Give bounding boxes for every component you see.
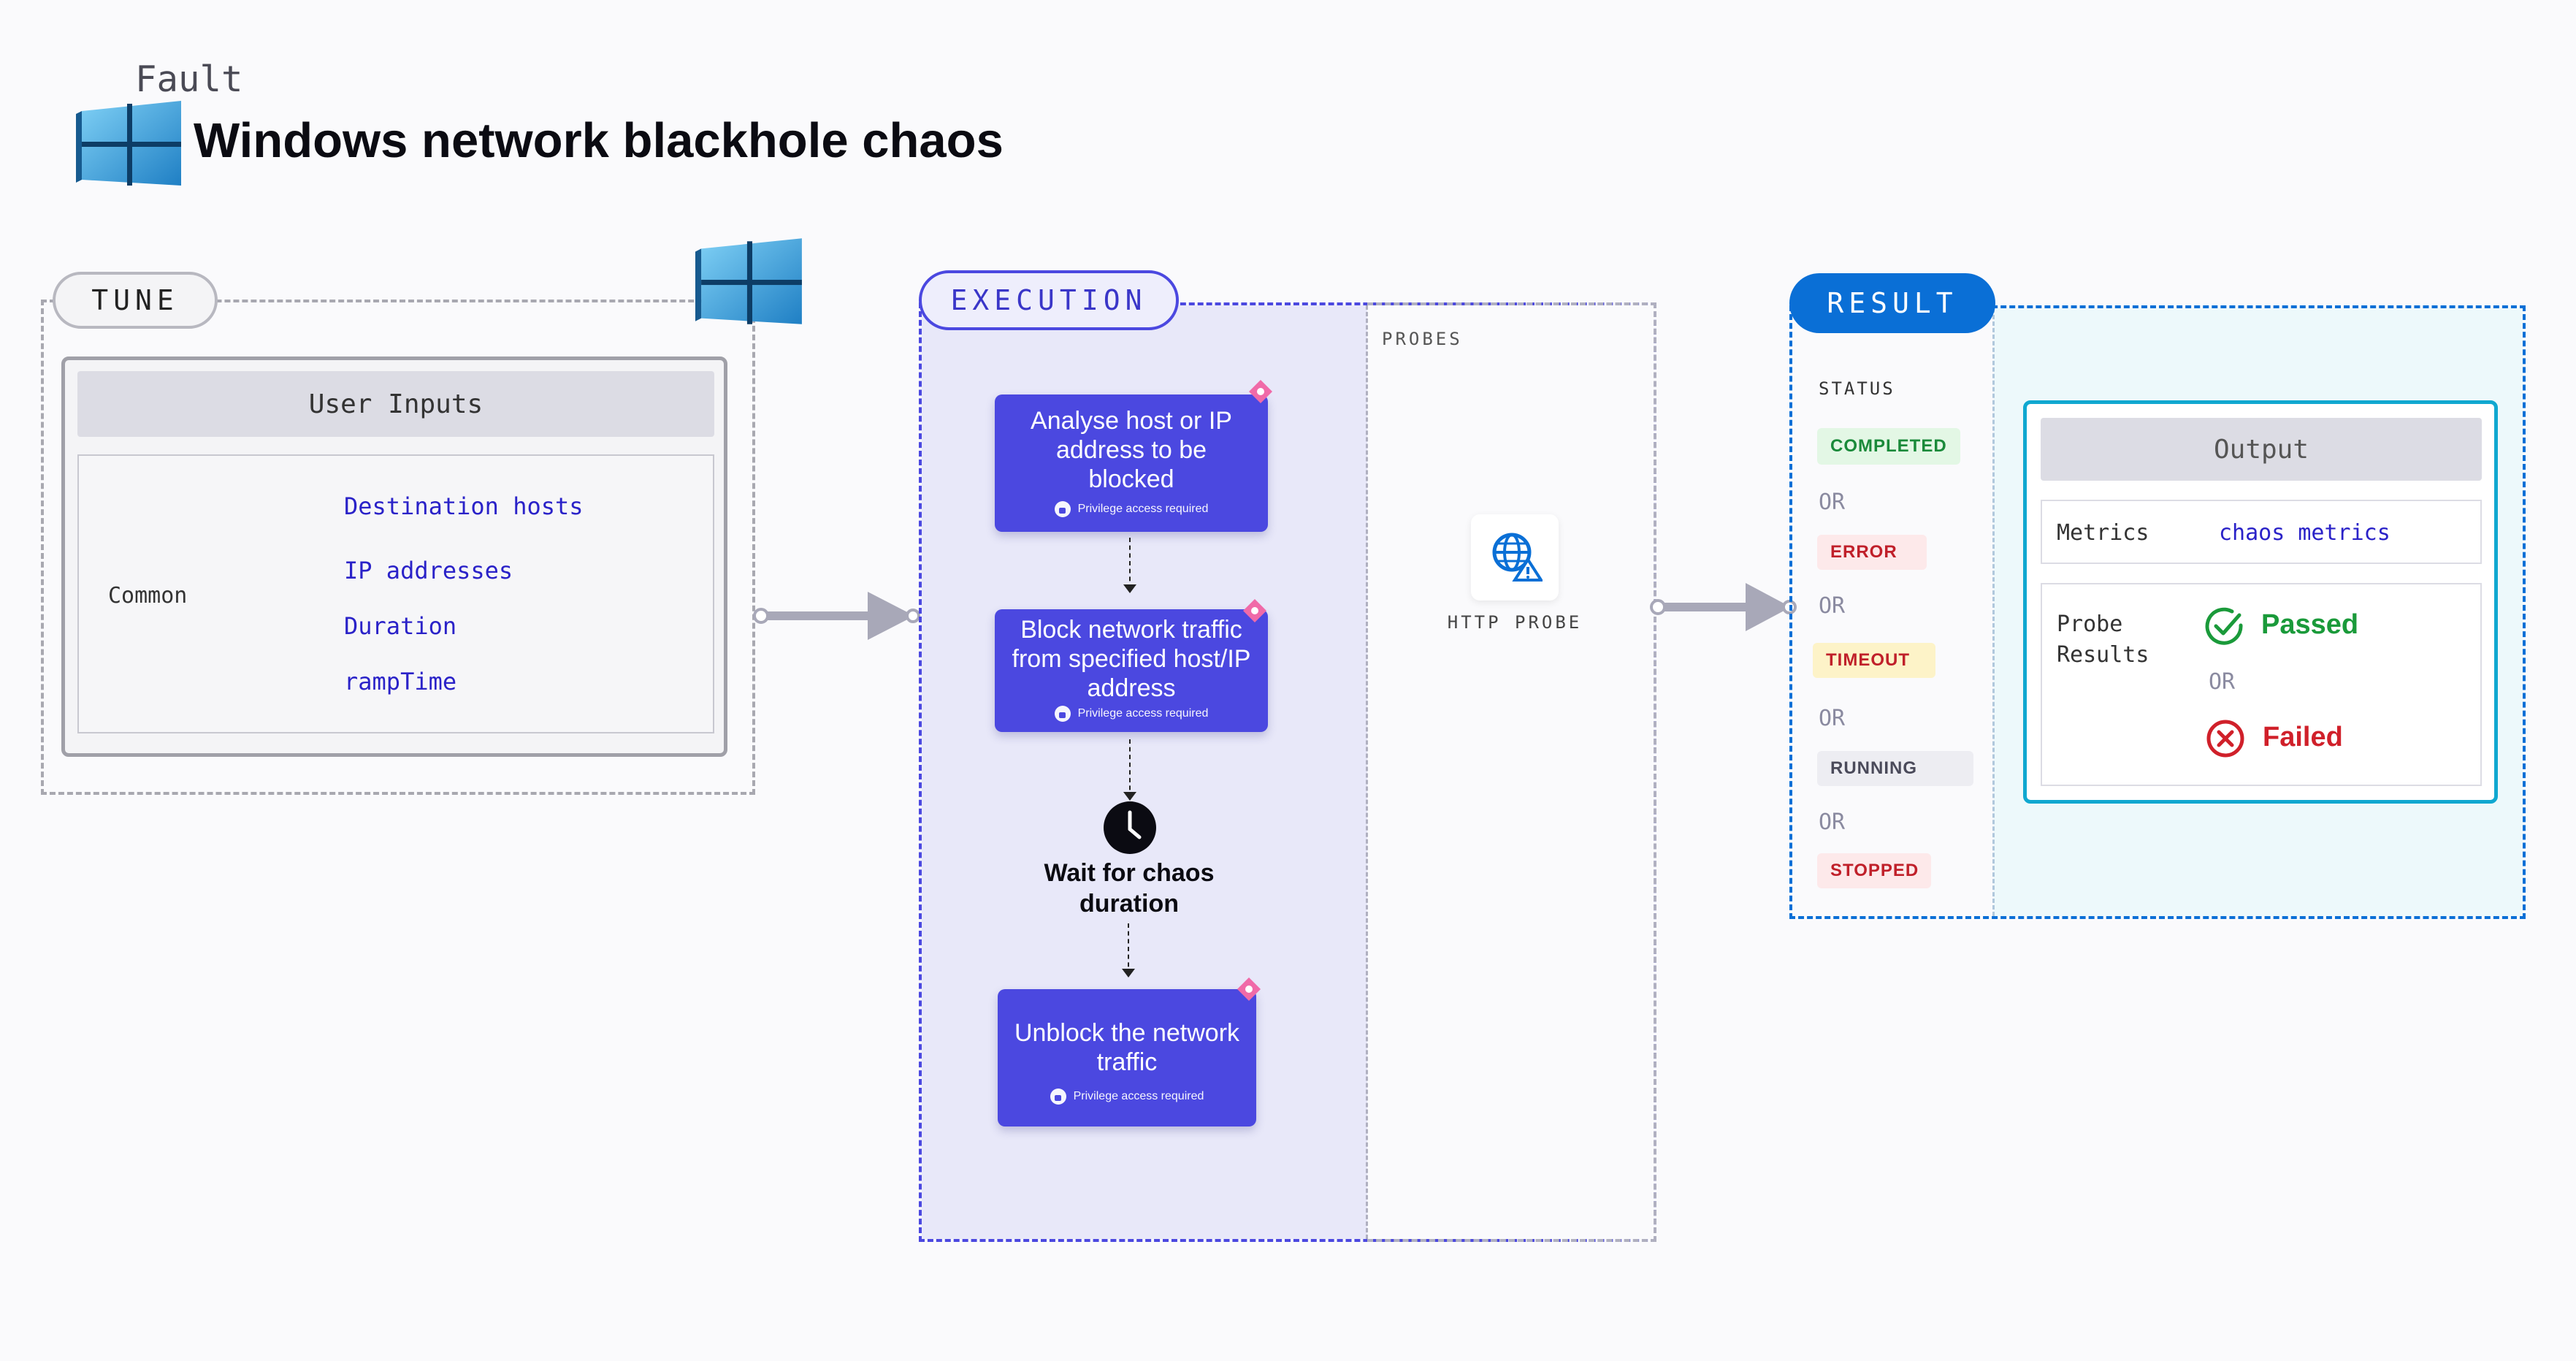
probes-area xyxy=(1367,302,1656,1242)
arrow-tune-to-execution xyxy=(753,592,920,640)
input-duration: Duration xyxy=(344,612,457,640)
lock-icon xyxy=(1054,706,1071,722)
probes-divider xyxy=(1366,305,1368,1239)
lock-icon xyxy=(1054,501,1071,517)
step-text: Block network traffic from specified hos… xyxy=(1012,616,1251,702)
chaos-tag-icon xyxy=(1249,380,1272,403)
or-label: OR xyxy=(2209,669,2236,695)
flow-arrowhead xyxy=(1123,584,1136,593)
result-pill: RESULT xyxy=(1789,273,1995,333)
flow-connector xyxy=(1129,739,1131,798)
flow-arrowhead xyxy=(1122,969,1135,977)
step-analyse-host: Analyse host or IP address to be blocked… xyxy=(995,394,1268,532)
user-inputs-header: User Inputs xyxy=(77,371,714,437)
page-title: Windows network blackhole chaos xyxy=(194,113,1004,168)
inputs-table xyxy=(77,454,714,733)
probe-results-box xyxy=(2041,583,2482,786)
group-label-common: Common xyxy=(108,583,188,609)
tune-section xyxy=(41,300,755,795)
flow-connector xyxy=(1128,923,1129,975)
metrics-row xyxy=(2041,500,2482,564)
arrow-execution-to-result xyxy=(1650,583,1797,631)
probe-results-label: Probe Results xyxy=(2057,611,2149,668)
execution-pill: EXECUTION xyxy=(919,270,1179,330)
status-divider xyxy=(1992,308,1995,916)
flow-connector xyxy=(1129,538,1131,589)
or-label: OR xyxy=(1819,593,1846,619)
lock-icon xyxy=(1050,1089,1066,1105)
or-label: OR xyxy=(1819,489,1846,515)
metrics-label: Metrics xyxy=(2057,520,2149,546)
input-destination-hosts: Destination hosts xyxy=(344,492,584,520)
metrics-value: chaos metrics xyxy=(2219,520,2390,546)
step-block-traffic: Block network traffic from specified hos… xyxy=(995,609,1268,732)
or-label: OR xyxy=(1819,706,1846,731)
tune-pill: TUNE xyxy=(53,272,218,329)
windows-logo-icon xyxy=(76,101,181,186)
status-badge-stopped: STOPPED xyxy=(1817,853,1931,888)
globe-warning-icon xyxy=(1492,533,1543,582)
status-badge-completed: COMPLETED xyxy=(1817,428,1960,465)
probes-label: PROBES xyxy=(1382,329,1463,349)
step-unblock-traffic: Unblock the network traffic Privilege ac… xyxy=(998,989,1256,1126)
fault-label: Fault xyxy=(135,58,243,100)
windows-logo-icon xyxy=(695,238,802,324)
passed-label: Passed xyxy=(2261,609,2359,640)
flow-arrowhead xyxy=(1123,792,1136,801)
input-ip-addresses: IP addresses xyxy=(344,557,513,584)
step-text: Analyse host or IP address to be blocked xyxy=(1031,407,1232,493)
clock-icon xyxy=(1104,801,1156,854)
status-badge-timeout: TIMEOUT xyxy=(1813,643,1935,678)
check-circle-icon xyxy=(2205,607,2243,645)
status-badge-running: RUNNING xyxy=(1817,751,1973,786)
failed-label: Failed xyxy=(2263,722,2343,752)
chaos-tag-icon xyxy=(1237,977,1261,1001)
step-text: Unblock the network traffic xyxy=(1014,1019,1240,1076)
http-probe-label: HTTP PROBE xyxy=(1447,612,1583,633)
input-ramptime: rampTime xyxy=(344,668,457,695)
privilege-note: Privilege access required xyxy=(995,501,1268,517)
status-badge-error: ERROR xyxy=(1817,535,1927,570)
chaos-tag-icon xyxy=(1243,599,1266,622)
output-header: Output xyxy=(2041,418,2482,481)
result-section xyxy=(1789,305,2526,919)
privilege-note: Privilege access required xyxy=(998,1089,1256,1105)
or-label: OR xyxy=(1819,809,1846,835)
http-probe-card xyxy=(1471,514,1559,601)
status-label: STATUS xyxy=(1819,378,1895,399)
wait-chaos-duration: Wait for chaos duration xyxy=(1044,859,1215,918)
privilege-note: Privilege access required xyxy=(995,706,1268,722)
x-circle-icon xyxy=(2206,720,2244,758)
